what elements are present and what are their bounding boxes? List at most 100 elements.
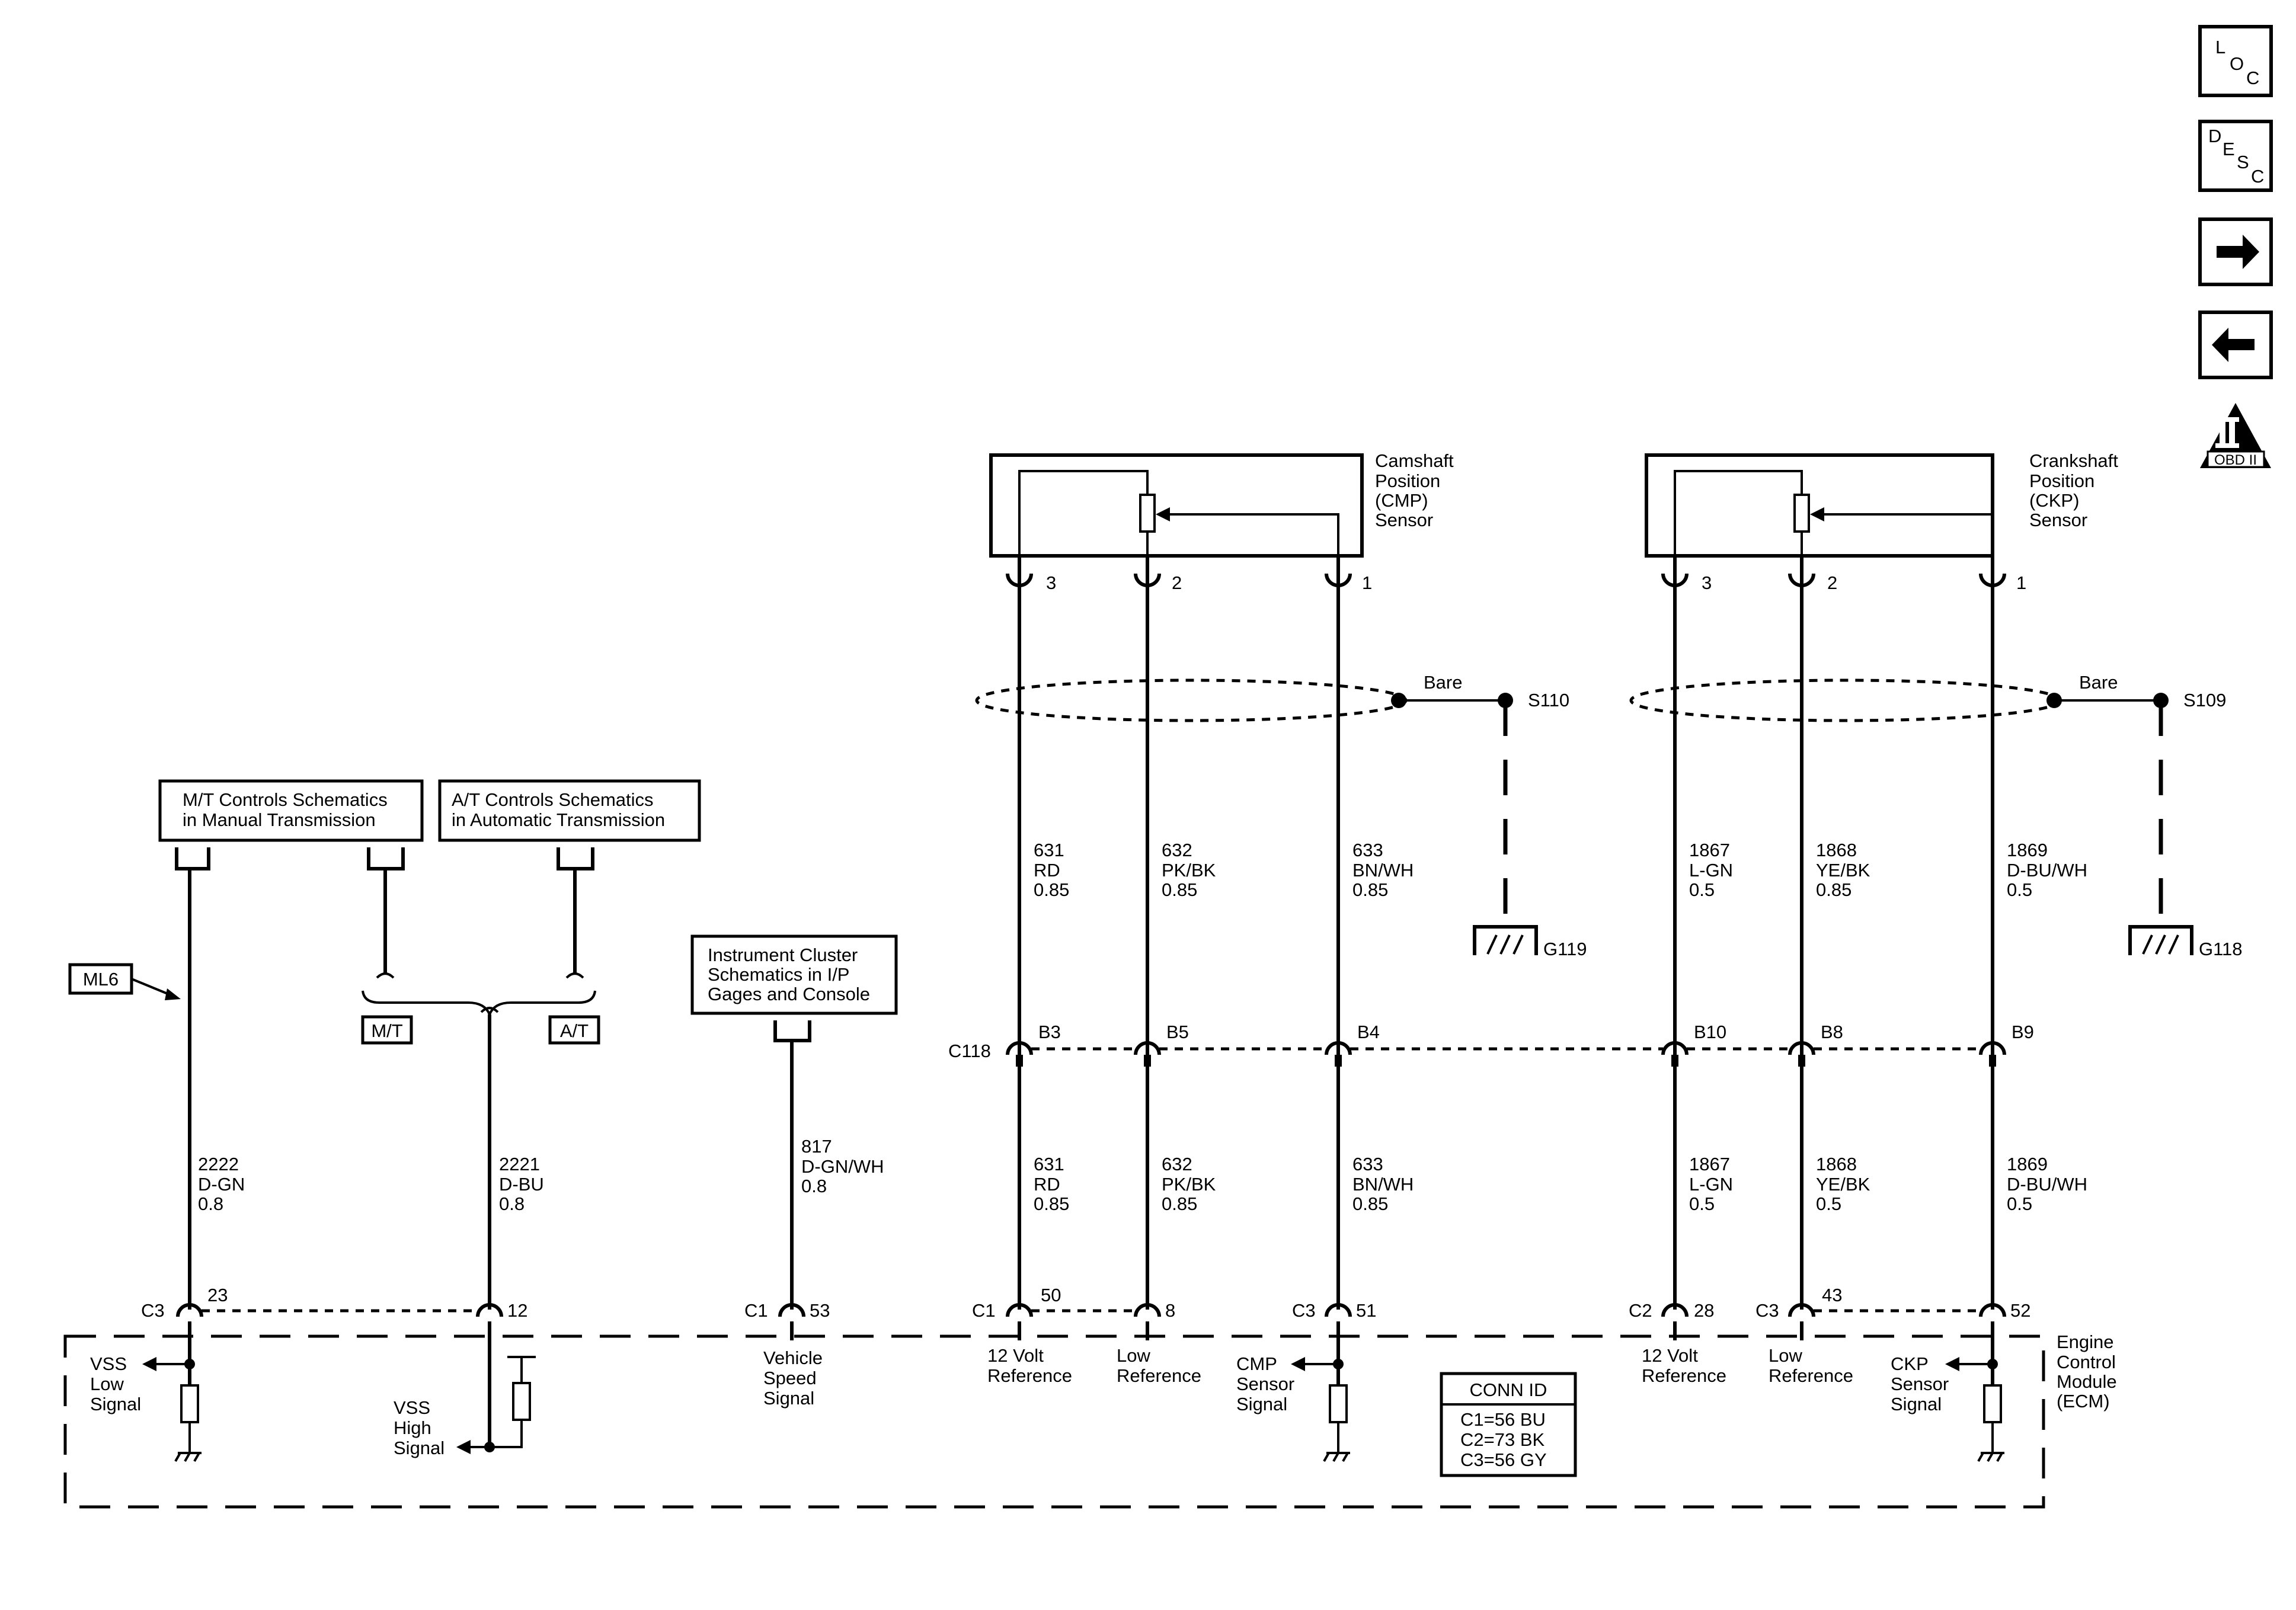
next-button[interactable] (2198, 217, 2273, 286)
wire-size: 0.8 (499, 1193, 525, 1214)
svg-text:Low: Low (1117, 1345, 1150, 1366)
ecm-internal-circuits (142, 1321, 2004, 1462)
svg-text:A/T Controls Schematics: A/T Controls Schematics (452, 789, 654, 810)
conn-id-table: CONN ID C1=56 BU C2=73 BK C3=56 GY (1440, 1372, 1577, 1477)
wire-size: 0.5 (1816, 1193, 1841, 1214)
pin-label: 3 (1702, 572, 1712, 593)
wire-circuit: 2222 (198, 1154, 239, 1174)
svg-text:12: 12 (507, 1300, 527, 1321)
svg-text:C3=56 GY: C3=56 GY (1460, 1449, 1547, 1470)
svg-text:C1: C1 (744, 1300, 768, 1321)
wire-size: 0.85 (1034, 1193, 1069, 1214)
back-button[interactable] (2198, 311, 2273, 379)
wire-circuit: 2221 (499, 1154, 540, 1174)
wire-color: YE/BK (1816, 1174, 1870, 1195)
svg-text:Control: Control (2057, 1352, 2116, 1372)
cmp-label: (CMP) (1375, 490, 1428, 511)
pin-label: 2 (1172, 572, 1182, 593)
mt-controls-reference[interactable]: M/T Controls Schematics in Manual Transm… (158, 779, 424, 842)
svg-text:C3: C3 (141, 1300, 165, 1321)
svg-text:50: 50 (1041, 1285, 1061, 1305)
ecm-connectors: C3 23 12 C1 53 C1 50 8 C3 51 C2 28 C3 43… (141, 1285, 2030, 1321)
connector-pin: B4 (1357, 1022, 1380, 1042)
svg-text:52: 52 (2010, 1300, 2030, 1321)
arrow-right-icon (2217, 235, 2259, 269)
svg-text:VSS: VSS (394, 1397, 430, 1418)
svg-text:Instrument Cluster: Instrument Cluster (708, 945, 858, 965)
instrument-cluster-reference[interactable]: Instrument Cluster Schematics in I/P Gag… (690, 934, 898, 1015)
wire-size: 0.8 (198, 1193, 223, 1214)
wire-size: 0.85 (1162, 1193, 1197, 1214)
wire-circuit: 633 (1352, 1154, 1383, 1174)
ecm-module: Engine Control Module (ECM) (63, 1331, 2117, 1509)
wire-circuit: 1869 (2007, 840, 2048, 860)
svg-text:A/T: A/T (560, 1020, 589, 1041)
wire-size: 0.85 (1352, 879, 1388, 900)
wire-circuit: 632 (1162, 840, 1192, 860)
svg-text:Schematics in I/P: Schematics in I/P (708, 964, 849, 985)
svg-text:in Automatic Transmission: in Automatic Transmission (452, 809, 665, 830)
pin-label: 3 (1046, 572, 1056, 593)
svg-text:ML6: ML6 (83, 969, 119, 990)
cmp-label: Camshaft (1375, 450, 1454, 471)
wire-color: L-GN (1689, 860, 1733, 881)
ckp-label: (CKP) (2029, 490, 2079, 511)
svg-text:C3: C3 (1292, 1300, 1316, 1321)
wire-color: D-BU/WH (2007, 1174, 2087, 1195)
lower-wire-labels: 631 RD 0.85 632 PK/BK 0.85 633 BN/WH 0.8… (1034, 1154, 2087, 1214)
upper-wire-labels: 631 RD 0.85 632 PK/BK 0.85 633 BN/WH 0.8… (1034, 840, 2087, 900)
at-controls-reference[interactable]: A/T Controls Schematics in Automatic Tra… (438, 779, 701, 842)
svg-text:Vehicle: Vehicle (763, 1347, 823, 1368)
ground-label: G118 (2199, 939, 2243, 959)
desc-letter: S (2237, 152, 2249, 172)
svg-text:Reference: Reference (1642, 1365, 1726, 1386)
svg-text:Low: Low (90, 1374, 124, 1394)
mt-tag: M/T (361, 1015, 413, 1045)
wire-size: 0.85 (1162, 879, 1197, 900)
svg-text:Speed: Speed (763, 1368, 817, 1388)
wire-color: D-GN/WH (801, 1156, 884, 1177)
svg-text:23: 23 (207, 1285, 228, 1305)
svg-text:CMP: CMP (1236, 1353, 1277, 1374)
sensor-pin-cups (1006, 573, 2006, 587)
shield-s110: Bare S110 G119 (975, 672, 1587, 959)
svg-text:M/T Controls Schematics: M/T Controls Schematics (183, 789, 388, 810)
svg-text:C2=73 BK: C2=73 BK (1460, 1429, 1545, 1450)
svg-text:Signal: Signal (1236, 1394, 1287, 1414)
obd-ii-button[interactable]: OBD II (2200, 403, 2271, 468)
connector-pin: B3 (1038, 1022, 1061, 1042)
wire-color: BN/WH (1352, 860, 1414, 881)
ckp-label: Crankshaft (2029, 450, 2118, 471)
loc-button[interactable]: L O C (2198, 25, 2273, 97)
pin-label: 1 (2016, 572, 2026, 593)
left-wire-labels: 2222 D-GN 0.8 2221 D-BU 0.8 817 D-GN/WH … (198, 1136, 884, 1214)
left-wires (188, 869, 794, 1310)
wire-color: L-GN (1689, 1174, 1733, 1195)
obd-ii-label: OBD II (2214, 452, 2257, 468)
svg-text:Sensor: Sensor (1236, 1374, 1294, 1394)
svg-text:Reference: Reference (987, 1365, 1072, 1386)
wire-size: 0.85 (1816, 879, 1851, 900)
wire-color: PK/BK (1162, 860, 1216, 881)
wire-color: D-GN (198, 1174, 245, 1195)
wire-color: BN/WH (1352, 1174, 1414, 1195)
svg-text:8: 8 (1165, 1300, 1175, 1321)
wire-size: 0.5 (2007, 879, 2032, 900)
wire-color: PK/BK (1162, 1174, 1216, 1195)
svg-text:in Manual Transmission: in Manual Transmission (183, 809, 376, 830)
arrow-left-icon (2212, 328, 2255, 362)
wire-circuit: 1867 (1689, 840, 1730, 860)
desc-button[interactable]: D E S C (2198, 120, 2273, 192)
svg-text:C2: C2 (1629, 1300, 1652, 1321)
svg-text:Module: Module (2057, 1371, 2117, 1392)
svg-text:CKP: CKP (1891, 1353, 1929, 1374)
shield-s109: Bare S109 G118 (1629, 672, 2243, 959)
connector-c118: C118 B3 B5 B4 B10 B8 B9 (948, 1022, 2034, 1067)
svg-text:(ECM): (ECM) (2057, 1391, 2110, 1411)
wire-circuit: 631 (1034, 840, 1064, 860)
connector-pin: B5 (1166, 1022, 1189, 1042)
svg-text:Signal: Signal (763, 1388, 814, 1409)
svg-text:Signal: Signal (1891, 1394, 1942, 1414)
svg-text:28: 28 (1694, 1300, 1714, 1321)
